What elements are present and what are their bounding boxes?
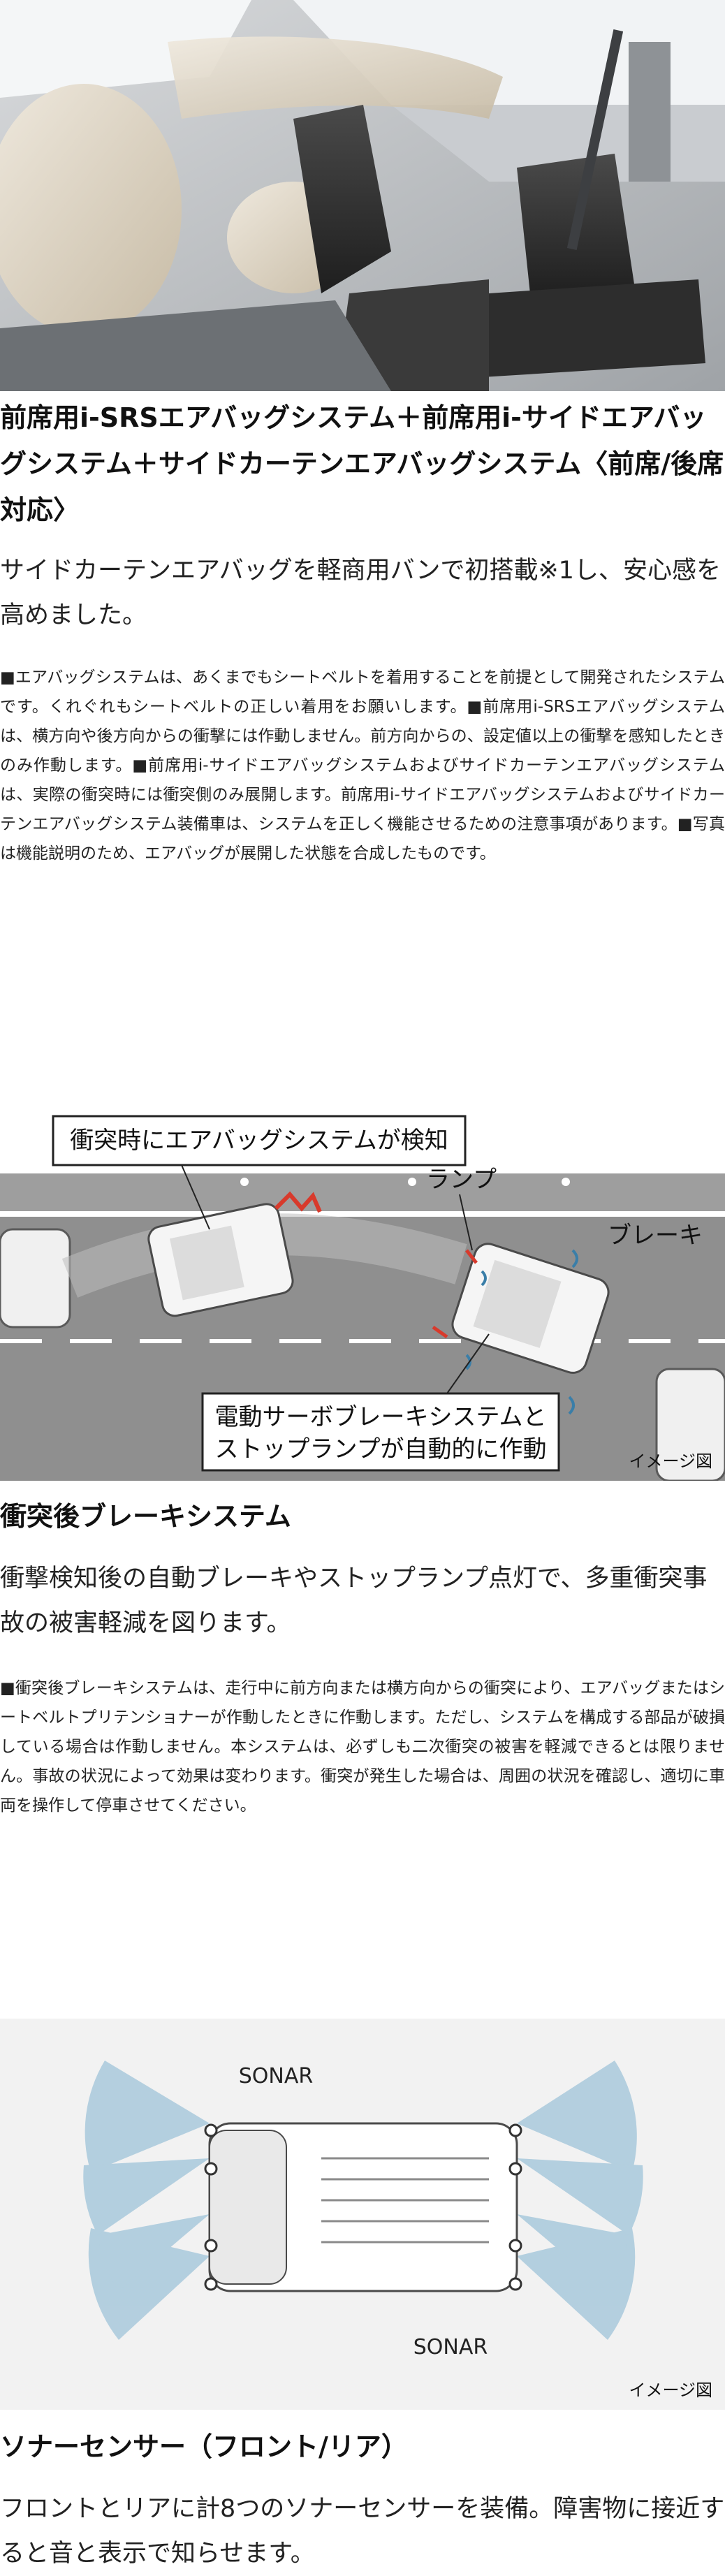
brake-lead: 衝撃検知後の自動ブレーキやストップランプ点灯で、多重衝突事故の被害軽減を図ります…: [0, 1565, 708, 1637]
brake-diagram: 衝突時にエアバッグシステムが検知 ランプ ブレーキ 電動サーボブレーキシステムと…: [0, 1104, 725, 1481]
sensor-wave-icon: [481, 1270, 487, 1287]
sonar-fans-rear: [517, 2061, 643, 2340]
sonar-diagram-svg: SONAR SONAR イメージ図: [0, 2019, 725, 2410]
sonar-fans-front: [83, 2061, 210, 2340]
brake-label: ブレーキ: [608, 1222, 703, 1250]
sonar-label-top: SONAR: [239, 2064, 313, 2088]
van-top-view: [208, 2122, 518, 2292]
callout-bottom-line2: ストップランプが自動的に作動: [215, 1435, 547, 1463]
brake-section: 衝突後ブレーキシステム 衝撃検知後の自動ブレーキやストップランプ点灯で、多重衝突…: [0, 1493, 725, 1820]
sonar-lead: フロントとリアに計8つのソナーセンサーを装備。障害物に接近すると音と表示で知らせ…: [0, 2495, 725, 2568]
airbag-note: ■エアバッグシステムは、あくまでもシートベルトを着用することを前提として開発され…: [0, 668, 725, 863]
airbag-section: 前席用i-SRSエアバッグシステム＋前席用i-サイドエアバッグシステム＋サイドカ…: [0, 395, 725, 868]
brake-title: 衝突後ブレーキシステム: [0, 1501, 291, 1532]
callout-bottom: [201, 1392, 560, 1472]
colliding-car: [147, 1203, 294, 1317]
airbag-photo: [0, 0, 725, 391]
lamp-label: ランプ: [426, 1166, 497, 1194]
sonar-image-note: イメージ図: [629, 2380, 712, 2400]
airbag-illustration: [0, 0, 725, 391]
sonar-diagram: SONAR SONAR イメージ図: [0, 2019, 725, 2410]
sonar-section: ソナーセンサー（フロント/リア） フロントとリアに計8つのソナーセンサーを装備。…: [0, 2424, 725, 2576]
impact-icon: [274, 1191, 322, 1213]
airbag-lead: サイドカーテンエアバッグを軽商用バンで初搭載※1し、安心感を高めました。: [0, 557, 721, 629]
sonar-title: ソナーセンサー（フロント/リア）: [0, 2431, 408, 2462]
braking-car: [451, 1243, 610, 1374]
brake-diagram-svg: 衝突時にエアバッグシステムが検知 ランプ ブレーキ 電動サーボブレーキシステムと…: [0, 1104, 725, 1481]
callout-top-text: 衝突時にエアバッグシステムが検知: [70, 1127, 448, 1155]
callout-bottom-line1: 電動サーボブレーキシステムと: [215, 1403, 547, 1431]
other-car-left: [0, 1228, 71, 1329]
other-car-right: [655, 1368, 725, 1481]
callout-top: [52, 1115, 467, 1166]
brake-note: ■衝突後ブレーキシステムは、走行中に前方向または横方向からの衝突により、エアバッ…: [0, 1679, 725, 1815]
sonar-sensors: [204, 2123, 522, 2291]
brake-image-note: イメージ図: [629, 1451, 712, 1471]
sonar-label-bottom: SONAR: [413, 2335, 488, 2359]
airbag-title: 前席用i-SRSエアバッグシステム＋前席用i-サイドエアバッグシステム＋サイドカ…: [0, 402, 724, 525]
lamp-indicator: [465, 1249, 478, 1264]
